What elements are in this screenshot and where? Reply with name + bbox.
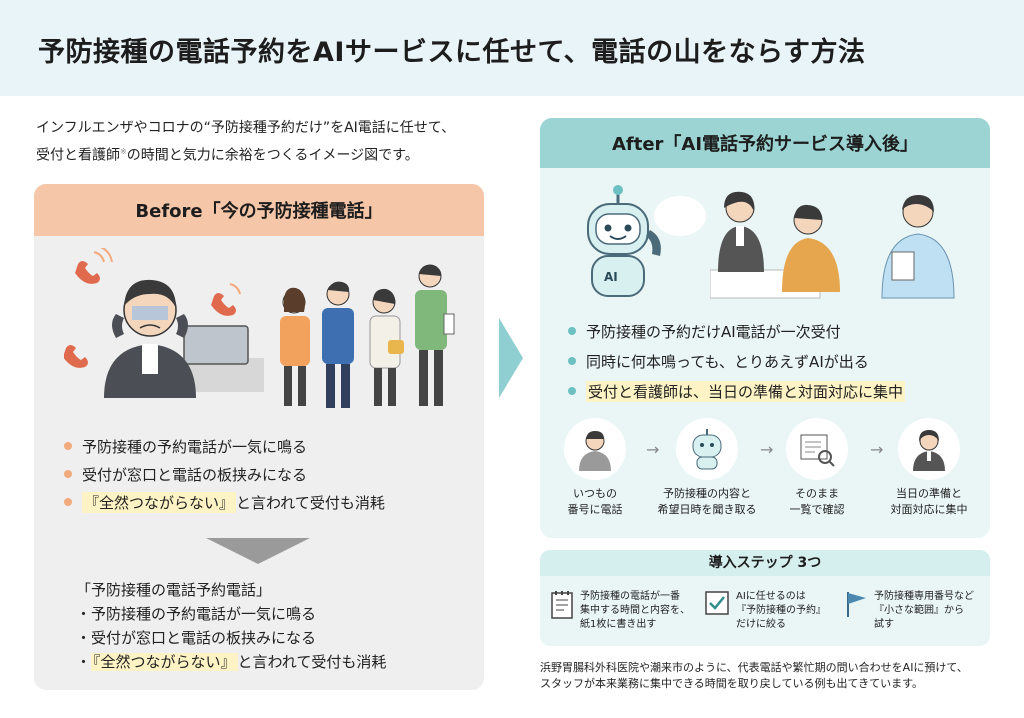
flag-icon (847, 592, 866, 617)
intro-line-2: 受付と看護師※の時間と気力に余裕をつくるイメージ図です。 (36, 140, 506, 168)
receptionist-avatar-icon (898, 418, 960, 480)
bullet-dot-icon (568, 357, 576, 365)
before-bullet-3: 『全然つながらない』と言われて受付も消耗 (64, 488, 385, 516)
flow-step-1: いつもの番号に電話 (540, 418, 650, 518)
notepad-icon (551, 591, 573, 619)
bullet-dot-icon (64, 498, 72, 506)
after-bullet-1: 予防接種の予約だけAI電話が一次受付 (568, 316, 905, 346)
summary-item-2: ・受付が窓口と電話の板挟みになる (76, 629, 317, 647)
phone-icon-2 (176, 314, 188, 338)
list-search-icon (786, 418, 848, 480)
phone-icon-after (646, 230, 661, 256)
summary-heading: 「予防接種の電話予約電話」 (76, 581, 272, 599)
summary-item-1: ・予防接種の予約電話が一気に鳴る (76, 605, 317, 623)
footer-note: 浜野胃腸科外科医院や潮来市のように、代表電話や繁忙期の問い合わせをAIに預けて、… (540, 660, 1000, 692)
person-2 (322, 281, 354, 408)
flow-step-3: そのまま一覧で確認 (762, 418, 872, 518)
intro-line-1: インフルエンザやコロナの“予防接種予約だけ”をAI電話に任せて、 (36, 120, 456, 136)
checkbox-icon (705, 591, 729, 615)
ai-robot-illustration (587, 185, 706, 297)
page-header: 予防接種の電話予約をAIサービスに任せて、電話の山をならす方法 (0, 0, 1024, 96)
flow-arrow-icon: → (760, 440, 774, 459)
summary-item-3: ・『全然つながらない』と言われて受付も消耗 (76, 653, 387, 671)
page-title: 予防接種の電話予約をAIサービスに任せて、電話の山をならす方法 (38, 37, 866, 68)
step-3: 予防接種専用番号など『小さな範囲』から試す (844, 590, 974, 632)
person-4 (415, 264, 455, 406)
nurse-illustration (881, 194, 955, 299)
footer-line-2: スタッフが本来業務に集中できる時間を取り戻している例も出てきています。 (540, 677, 924, 690)
clipboard-icon (891, 251, 915, 281)
intro-text: インフルエンザやコロナの“予防接種予約だけ”をAI電話に任せて、 受付と看護師※… (36, 116, 506, 168)
ringing-phone-icon-1 (75, 248, 113, 284)
before-panel: Before「今の予防接種電話」 (34, 184, 484, 690)
flow-step-2: 予防接種の内容と希望日時を聞き取る (652, 418, 762, 518)
bullet-dot-icon (568, 387, 576, 395)
after-bullet-2: 同時に何本鳴っても、とりあえずAIが出る (568, 346, 905, 376)
intro-line-2-main: 受付と看護師 (36, 147, 120, 164)
phone-icon (112, 314, 124, 338)
caller-avatar-icon (564, 418, 626, 480)
before-summary: 「予防接種の電話予約電話」 ・予防接種の予約電話が一気に鳴る ・受付が窓口と電話… (76, 578, 386, 674)
waiting-queue-illustration (280, 264, 455, 408)
ai-robot-icon (676, 418, 738, 480)
before-bullet-list: 予防接種の予約電話が一気に鳴る 受付が窓口と電話の板挟みになる 『全然つながらな… (64, 432, 385, 516)
speech-bubble-shape (654, 196, 706, 236)
footer-line-1: 浜野胃腸科外科医院や潮来市のように、代表電話や繁忙期の問い合わせをAIに預けて、 (540, 661, 968, 674)
steps-title: 導入ステップ 3つ (540, 550, 990, 576)
process-flow: いつもの番号に電話 → 予防接種の内容と希望日時を聞き取る → そのまま一覧で確… (540, 418, 990, 528)
intro-line-2-rest: の時間と気力に余裕をつくるイメージ図です。 (126, 147, 419, 164)
laptop-icon (183, 325, 249, 365)
robot-body (591, 255, 645, 297)
step-1: 予防接種の電話が一番集中する時間と内容を、紙1枚に書き出す (550, 590, 690, 632)
person-1 (280, 287, 310, 406)
flow-arrow-icon: → (870, 440, 884, 459)
after-bullet-3: 受付と看護師は、当日の準備と対面対応に集中 (568, 376, 906, 406)
ringing-phone-icon-2 (64, 345, 88, 368)
before-title: Before「今の予防接種電話」 (34, 184, 484, 236)
before-bullet-2: 受付が窓口と電話の板挟みになる (64, 460, 385, 488)
after-title: After「AI電話予約サービス導入後」 (540, 118, 990, 168)
down-arrow-icon (206, 538, 310, 564)
footnote-mark: ※ (120, 147, 127, 156)
stressed-receptionist-illustration (64, 248, 264, 398)
transition-arrow-icon (499, 318, 523, 398)
flow-step-4: 当日の準備と対面対応に集中 (874, 418, 984, 518)
after-panel: After「AI電話予約サービス導入後」 AI 予防接種の予約だけAI電話が一次… (540, 118, 990, 538)
after-bullet-list: 予防接種の予約だけAI電話が一次受付 同時に何本鳴っても、とりあえずAIが出る … (568, 316, 906, 406)
before-bullet-1: 予防接種の予約電話が一気に鳴る (64, 432, 385, 460)
handbag-icon (388, 340, 404, 354)
robot-label: AI (604, 270, 618, 284)
bullet-dot-icon (64, 470, 72, 478)
person-3 (369, 288, 404, 406)
step-2: AIに任せるのは『予防接種の予約』だけに絞る (704, 590, 826, 632)
receptionist-patient-illustration (710, 191, 840, 299)
flow-arrow-icon: → (646, 440, 660, 459)
bullet-dot-icon (64, 442, 72, 450)
ringing-phone-icon-3 (211, 283, 241, 316)
intro-steps-panel: 導入ステップ 3つ 予防接種の電話が一番集中する時間と内容を、紙1枚に書き出す … (540, 550, 990, 646)
bullet-dot-icon (568, 327, 576, 335)
